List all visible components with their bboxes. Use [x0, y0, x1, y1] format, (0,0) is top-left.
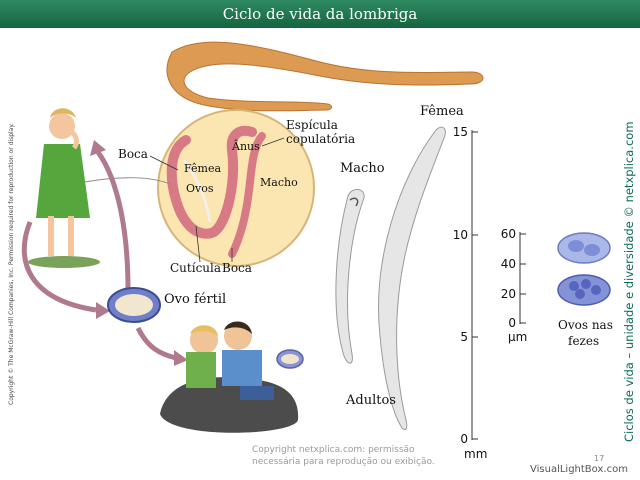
mm-tick-10: 10 [452, 228, 468, 242]
label-espicula-line1: Espícula [286, 118, 338, 132]
arrow-to-egg [21, 221, 97, 313]
page-title: Ciclo de vida da lombriga [222, 5, 418, 23]
ovary-tube [182, 159, 212, 223]
female-adult-worm [378, 126, 446, 431]
male-adult-worm [335, 189, 365, 364]
side-credit-vertical: Ciclos de vida – unidade e diversidade ©… [622, 121, 636, 442]
label-macho: Macho [340, 161, 385, 176]
label-cuticula: Cutícula [170, 261, 222, 275]
girl-figure [28, 108, 100, 268]
page-number: 17 [594, 454, 605, 463]
um-tick-0: 0 [508, 316, 516, 330]
mm-unit: mm [464, 447, 488, 461]
label-femea: Fêmea [420, 104, 464, 119]
label-femea-inner: Fêmea [184, 162, 222, 175]
mm-tick-15: 15 [452, 125, 468, 139]
watermark-line1: Copyright netxplica.com: permissão [252, 445, 415, 455]
label-boca-left: Boca [118, 147, 148, 161]
mm-tick-5: 5 [460, 330, 468, 344]
label-ovos-nas-line2: fezes [568, 334, 600, 348]
footer-brand-link[interactable]: VisualLightBox.com [530, 464, 628, 475]
label-anus: Ânus [232, 140, 260, 153]
label-ovos-nas-line1: Ovos nas [558, 318, 613, 332]
arrow-head-children [174, 350, 188, 366]
watermark-line2: necessária para reprodução ou exibição. [252, 457, 435, 467]
female-worm-inner [166, 125, 257, 239]
um-tick-20: 20 [500, 287, 516, 301]
watermark: Copyright netxplica.com: permissão neces… [252, 444, 442, 468]
pointer-cuticula [195, 225, 201, 263]
fecal-egg-1 [557, 232, 611, 264]
pointer-espicula [261, 137, 285, 147]
arrow-up-to-girl [95, 150, 131, 291]
arrow-head-egg [96, 302, 110, 319]
label-macho-inner: Macho [260, 176, 298, 189]
ingestion-line [83, 177, 171, 185]
label-ovo-fertil: Ovo fértil [164, 292, 227, 307]
um-tick-60: 60 [500, 227, 516, 241]
label-espicula-line2: copulatória [286, 132, 356, 146]
adult-worm-top [166, 41, 484, 112]
um-tick-40: 40 [500, 257, 516, 271]
arrow-head-girl [90, 140, 106, 156]
arrow-to-children [135, 326, 177, 361]
pointer-boca-left [149, 155, 179, 171]
label-adultos: Adultos [346, 393, 396, 408]
children-on-rock [160, 321, 299, 433]
label-boca-bottom: Boca [222, 261, 252, 275]
mm-tick-0: 0 [460, 432, 468, 446]
male-worm-inner [228, 132, 266, 258]
label-ovos-inner: Ovos [186, 182, 214, 195]
um-unit: µm [508, 330, 528, 344]
copyright-vertical: Copyright © The McGraw-Hill Companies, I… [8, 123, 15, 405]
title-bar: Ciclo de vida da lombriga [0, 0, 640, 28]
